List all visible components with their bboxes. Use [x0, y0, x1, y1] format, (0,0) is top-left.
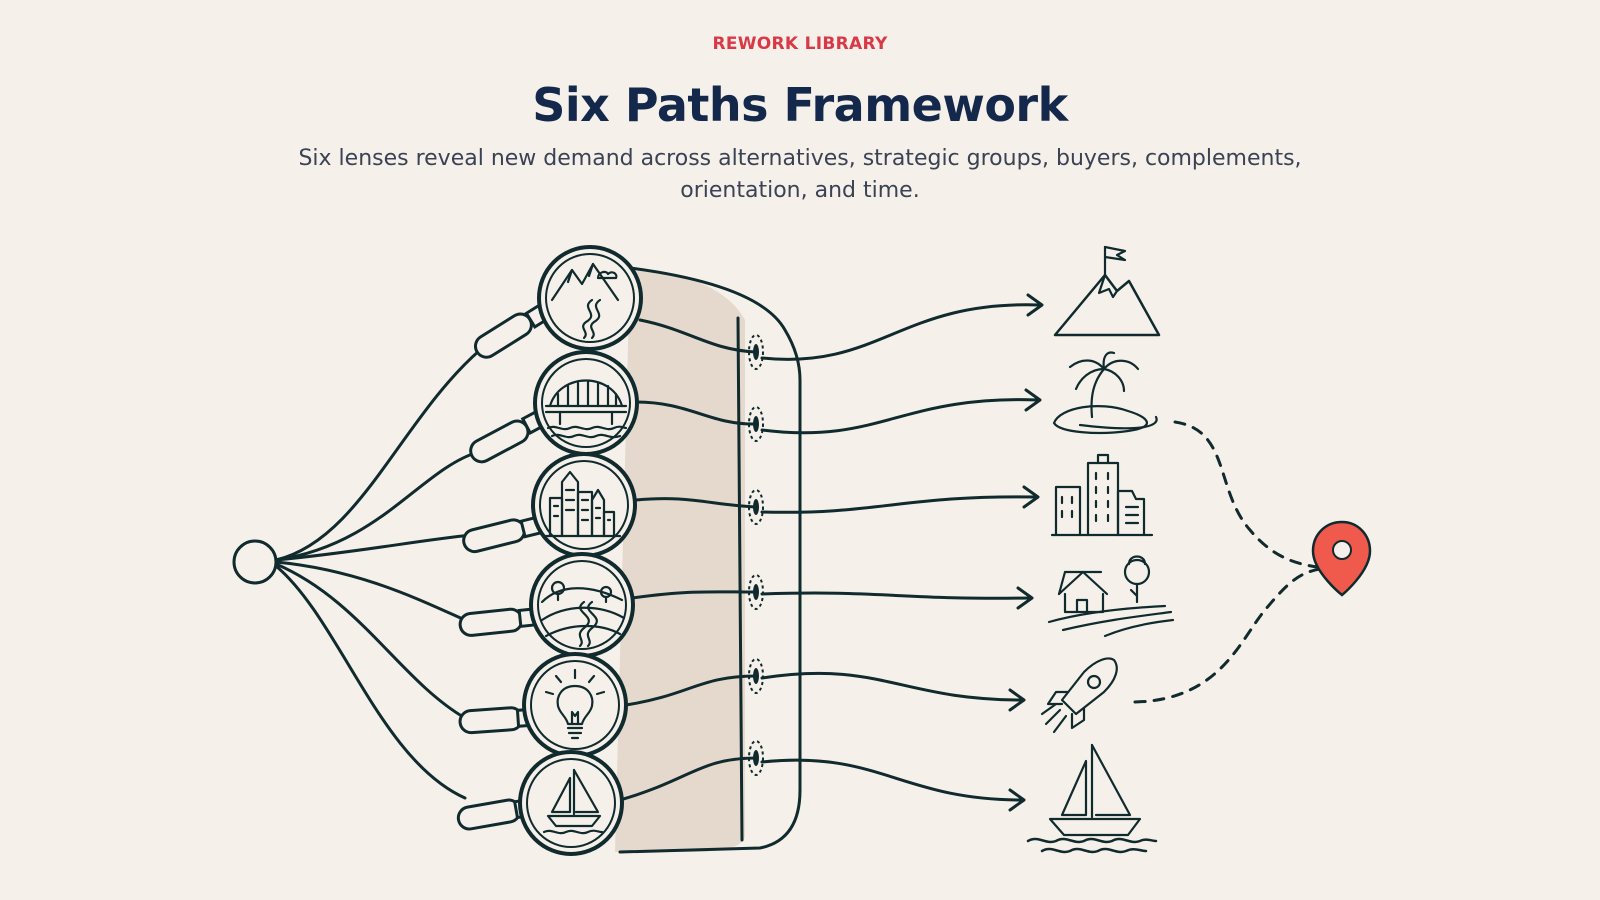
skyline-icon: [1050, 453, 1154, 537]
lens-3: [462, 452, 637, 558]
lens-connectors: [618, 318, 758, 802]
sailboat-icon: [542, 768, 604, 835]
lightbulb-icon: [544, 668, 606, 740]
dashed-paths: [1133, 420, 1327, 704]
page-title: Six Paths Framework: [532, 78, 1068, 132]
hills-road-icon: [540, 580, 626, 648]
farmhouse-icon: [1047, 555, 1175, 638]
magnifier-handle: [462, 515, 543, 554]
magnifier-handle: [458, 607, 539, 637]
mountain-river-icon: [550, 262, 620, 340]
barrel-ports: [748, 334, 764, 776]
source-fan-lines: [274, 348, 482, 800]
lens-4: [458, 552, 635, 658]
rocket-icon: [1040, 657, 1118, 734]
output-arrows: [760, 293, 1044, 812]
lens-barrel: [615, 266, 802, 854]
bridge-icon: [544, 379, 628, 439]
city-buildings-icon: [544, 470, 622, 538]
lens-6: [456, 750, 624, 856]
sailboat-on-water-icon: [1026, 743, 1158, 854]
lens-1: [473, 245, 643, 359]
eyebrow-label: REWORK LIBRARY: [712, 34, 888, 54]
barrel-port: [748, 406, 764, 442]
page-subtitle: Six lenses reveal new demand across alte…: [298, 146, 1302, 203]
location-pin-icon: [1311, 520, 1372, 597]
lens-2: [469, 350, 639, 464]
magnifier-handle: [469, 409, 547, 464]
lens-5: [458, 652, 628, 758]
palm-island-icon: [1052, 351, 1158, 435]
mountain-flag-icon: [1053, 245, 1161, 337]
magnifier-handle: [473, 302, 551, 359]
source-node: [232, 539, 278, 585]
